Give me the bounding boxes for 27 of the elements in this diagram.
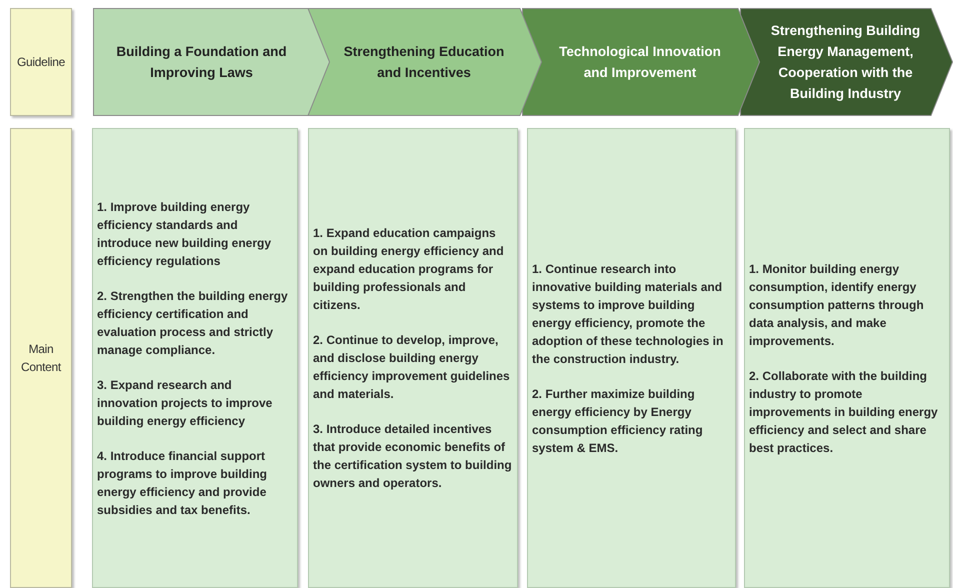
chevron-label: Building a Foundation and Improving Laws xyxy=(115,43,288,82)
numbered-item: 4. Introduce financial support programs to improve building energy efficiency and provide subsidies and tax benefits. xyxy=(97,448,268,518)
chevron-label: Technological Innovation and Improvement xyxy=(558,43,722,82)
numbered-item: 2. Continue to develop, improve, and disclose building energy efficiency improvement guidelines and materials. xyxy=(313,332,511,403)
numbered-item: 1. Expand education campaigns on building energy efficiency and expand education programs for building professionals and citizens. xyxy=(313,225,505,314)
stage-banner xyxy=(308,8,542,116)
numbered-item: 1. Improve building energy efficiency standards and introduce new building energy efficiency regulations xyxy=(97,198,272,270)
numbered-item: 3. Introduce detailed incentives that provide economic benefits of the certification system to building owners and operators. xyxy=(313,421,513,492)
row-header-box xyxy=(10,8,72,116)
numbered-item: 2. Collaborate with the building industry to promote improvements in building energy efficiency and select and share best practices. xyxy=(749,368,939,456)
row-header-box xyxy=(10,128,72,588)
numbered-item: 1. Monitor building energy consumption, identify energy consumption patterns through data analysis, and make improvements. xyxy=(749,260,925,350)
numbered-item: 2. Further maximize building energy efficiency by Energy consumption efficiency rating system & EMS. xyxy=(532,386,704,456)
chevron-label: Strengthening Education and Incentives xyxy=(342,43,506,82)
numbered-item: 2. Strengthen the building energy efficiency certification and evaluation process and strictly manage compliance. xyxy=(97,288,289,358)
stage-banner xyxy=(93,8,330,116)
content-panel xyxy=(744,128,950,588)
content-panel xyxy=(527,128,736,588)
content-panel xyxy=(308,128,518,588)
content-panel xyxy=(92,128,298,588)
stage-banner xyxy=(522,8,760,116)
numbered-item: 1. Continue research into innovative building materials and systems to improve building energy efficiency, promote the adoption of these technologies in the construction industry. xyxy=(532,260,724,368)
numbered-item: 3. Expand research and innovation projects to improve building energy efficiency xyxy=(97,376,274,430)
row-header-text: Guideline xyxy=(16,54,65,71)
chevron-label: Strengthening Building Energy Management, Cooperation with the Building Industry xyxy=(770,22,922,103)
row-header-text: Main Content xyxy=(20,341,62,376)
stage-banner xyxy=(740,8,953,116)
